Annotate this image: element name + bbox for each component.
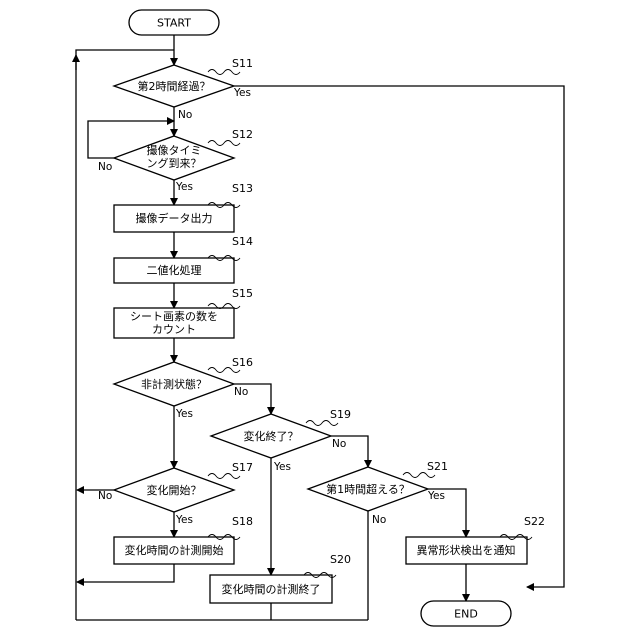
s11-no-label: No <box>178 109 192 121</box>
s19-yes-label: Yes <box>273 461 291 473</box>
s22-id: S22 <box>524 515 545 528</box>
decision-s16: 非計測状態？ S16 <box>114 356 253 406</box>
s15-id: S15 <box>232 287 253 300</box>
decision-s19: 変化終了？ S19 <box>211 408 351 458</box>
edge-s18-loop <box>77 564 174 582</box>
s21-text: 第1時間超える？ <box>326 482 410 496</box>
s21-leader <box>403 473 435 478</box>
s12-leader <box>208 141 240 146</box>
s20-text: 変化時間の計測終了 <box>222 582 321 596</box>
s12-yes-label: Yes <box>175 181 193 193</box>
s16-no-label: No <box>234 386 248 398</box>
s14-text: 二値化処理 <box>147 263 202 277</box>
decision-s11: 第2時間経過？ S11 <box>114 57 253 107</box>
s22-text: 異常形状検出を通知 <box>417 543 516 557</box>
s18-id: S18 <box>232 515 253 528</box>
s12-no-label: No <box>98 161 112 173</box>
s16-yes-label: Yes <box>175 408 193 420</box>
s21-yes-label: Yes <box>427 490 445 502</box>
s17-no-label: No <box>98 490 112 502</box>
process-s15: シート画素の数を カウント S15 <box>114 287 253 338</box>
s18-text: 変化時間の計測開始 <box>125 543 224 557</box>
s16-id: S16 <box>232 356 253 369</box>
process-s22: 異常形状検出を通知 S22 <box>406 515 545 564</box>
s13-id: S13 <box>232 182 253 195</box>
s19-no-label: No <box>332 438 346 450</box>
s12-text-line1: 撮像タイミ <box>147 143 202 157</box>
s21-id: S21 <box>427 460 448 473</box>
process-s14: 二値化処理 S14 <box>114 235 253 283</box>
s12-text-line2: ング到来？ <box>147 156 202 170</box>
s17-id: S17 <box>232 461 253 474</box>
end-label: END <box>454 608 478 621</box>
s13-text: 撮像データ出力 <box>136 211 213 225</box>
s11-text: 第2時間経過？ <box>138 79 211 93</box>
s16-text: 非計測状態？ <box>141 377 207 391</box>
edge-s11-yes <box>234 86 564 587</box>
s17-leader <box>208 474 240 479</box>
s11-id: S11 <box>232 57 253 70</box>
decision-s12: 撮像タイミ ング到来？ S12 <box>114 128 253 180</box>
s20-id: S20 <box>330 553 351 566</box>
s11-leader <box>208 70 240 75</box>
s14-id: S14 <box>232 235 253 248</box>
decision-s17: 変化開始？ S17 <box>114 461 253 512</box>
s15-text-line1: シート画素の数を <box>130 310 218 323</box>
s15-text-line2: カウント <box>152 323 196 336</box>
s17-yes-label: Yes <box>175 514 193 526</box>
s21-no-label: No <box>372 514 386 526</box>
end-node: END <box>421 601 511 626</box>
s12-id: S12 <box>232 128 253 141</box>
start-node: START <box>129 10 219 35</box>
s11-yes-label: Yes <box>233 87 251 99</box>
start-label: START <box>157 17 191 30</box>
s17-text: 変化開始？ <box>147 483 202 497</box>
decision-s21: 第1時間超える？ S21 <box>308 460 448 511</box>
s19-text: 変化終了？ <box>244 429 299 443</box>
s19-id: S19 <box>330 408 351 421</box>
s19-leader <box>306 421 338 426</box>
